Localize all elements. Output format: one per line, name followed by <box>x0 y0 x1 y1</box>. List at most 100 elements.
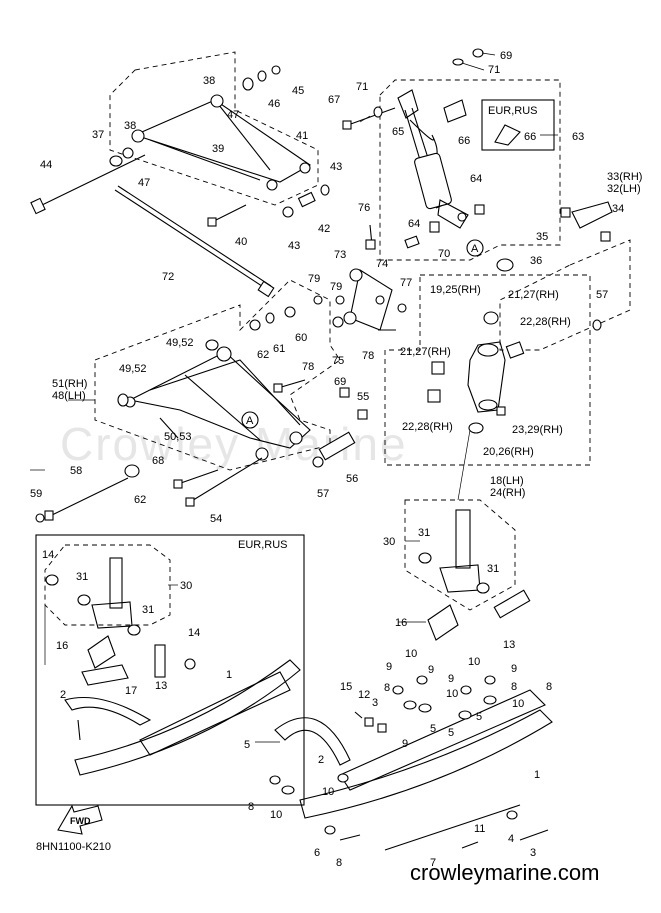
spindle-group-outline <box>404 499 516 611</box>
callout: 37 <box>92 129 104 141</box>
callout: 42 <box>318 223 330 235</box>
callout: 69 <box>500 50 512 62</box>
callout: 7 <box>430 857 436 869</box>
callout: 19,25(RH) <box>430 284 481 296</box>
callout: 32(LH) <box>607 183 641 195</box>
callout: 57 <box>596 289 608 301</box>
callout: 10 <box>270 809 282 821</box>
callout: 44 <box>40 159 52 171</box>
callout: 63 <box>572 131 584 143</box>
shock-group-outline <box>379 79 561 261</box>
callout: 49,52 <box>119 363 147 375</box>
callout: 12 <box>358 689 370 701</box>
callout: 75 <box>332 355 344 367</box>
callout: 40 <box>235 236 247 248</box>
spindle-left <box>91 557 133 629</box>
callout: 43 <box>330 161 342 173</box>
callout: 54 <box>210 513 222 525</box>
steering-arm-outline <box>499 239 631 351</box>
callout: 34 <box>612 203 624 215</box>
callout: 46 <box>268 98 280 110</box>
site-url: crowleymarine.com <box>410 860 600 885</box>
callout: 2 <box>60 689 66 701</box>
lower-pivot-shaft <box>49 477 129 517</box>
callout: 74 <box>376 258 388 270</box>
callout: 77 <box>400 277 412 289</box>
callout: 13 <box>503 639 515 651</box>
callout: 49,52 <box>166 337 194 349</box>
callout: 69 <box>334 376 346 388</box>
callout: 31 <box>76 571 88 583</box>
callout: 31 <box>487 563 499 575</box>
ski-left <box>64 659 301 776</box>
callout: 71 <box>356 81 368 93</box>
callout: 8 <box>248 801 254 813</box>
callout: 70 <box>438 248 450 260</box>
callout: 18(LH) <box>490 475 524 487</box>
callout: 45 <box>292 85 304 97</box>
callout: 57 <box>317 488 329 500</box>
callout: 50,53 <box>164 431 192 443</box>
upper-a-arm <box>131 94 312 191</box>
callout: 39 <box>212 143 224 155</box>
callout: 30 <box>383 536 395 548</box>
callout: 55 <box>357 391 369 403</box>
callout: 14 <box>42 549 54 561</box>
callout: 47 <box>227 109 239 121</box>
callout: 79 <box>308 273 320 285</box>
callout: 8 <box>546 681 552 693</box>
callout: 21,27(RH) <box>508 289 559 301</box>
knuckle-group-outline <box>384 274 591 466</box>
callout: 58 <box>70 465 82 477</box>
callout: 24(RH) <box>490 487 525 499</box>
callout: 78 <box>302 361 314 373</box>
callout: 10 <box>512 698 524 710</box>
callout: 16 <box>56 640 68 652</box>
callout: 21,27(RH) <box>400 346 451 358</box>
callout: 23,29(RH) <box>512 424 563 436</box>
callout: 79 <box>330 281 342 293</box>
callout: 1 <box>534 769 540 781</box>
callout: 20,26(RH) <box>483 446 534 458</box>
stabilizer-link <box>343 268 393 331</box>
lower-long-bolt <box>189 457 263 503</box>
variant-box-left-title: EUR,RUS <box>238 539 288 551</box>
callout: 10 <box>322 786 334 798</box>
watermark-text: Crowley Marine <box>60 418 408 470</box>
callout: 67 <box>328 94 340 106</box>
upper-long-bolt <box>39 154 146 207</box>
diagram-code: 8HN1100-K210 <box>36 841 111 853</box>
callout: 15 <box>340 681 352 693</box>
variant-box-left <box>35 534 305 806</box>
callout: 68 <box>152 455 164 467</box>
shock-variant-title: EUR,RUS <box>488 105 538 117</box>
callout: 10 <box>468 656 480 668</box>
callout: 10 <box>405 648 417 660</box>
forward-arrow-icon: FWD <box>57 804 103 835</box>
callout: 8 <box>384 682 390 694</box>
callout: 65 <box>392 126 404 138</box>
callout: 47 <box>138 177 150 189</box>
callout: 35 <box>536 231 548 243</box>
callout: 13 <box>155 680 167 692</box>
callout: 66 <box>524 131 536 143</box>
callout: 8 <box>511 681 517 693</box>
callout: 31 <box>142 604 154 616</box>
callout: 5 <box>476 711 482 723</box>
callout: 60 <box>295 332 307 344</box>
left-spindle-outline <box>44 544 171 626</box>
shock-variant-box <box>481 99 555 151</box>
callout: 61 <box>273 343 285 355</box>
callout: 48(LH) <box>52 390 86 402</box>
callout: 56 <box>346 473 358 485</box>
callout: 9 <box>402 738 408 750</box>
callout: 5 <box>448 727 454 739</box>
shock-absorber <box>397 89 469 229</box>
callout: 16 <box>395 617 407 629</box>
callout: 71 <box>488 64 500 76</box>
callout: 3 <box>372 697 378 709</box>
callout: 17 <box>125 685 137 697</box>
callout: 2 <box>318 754 324 766</box>
fwd-label: FWD <box>70 816 91 826</box>
